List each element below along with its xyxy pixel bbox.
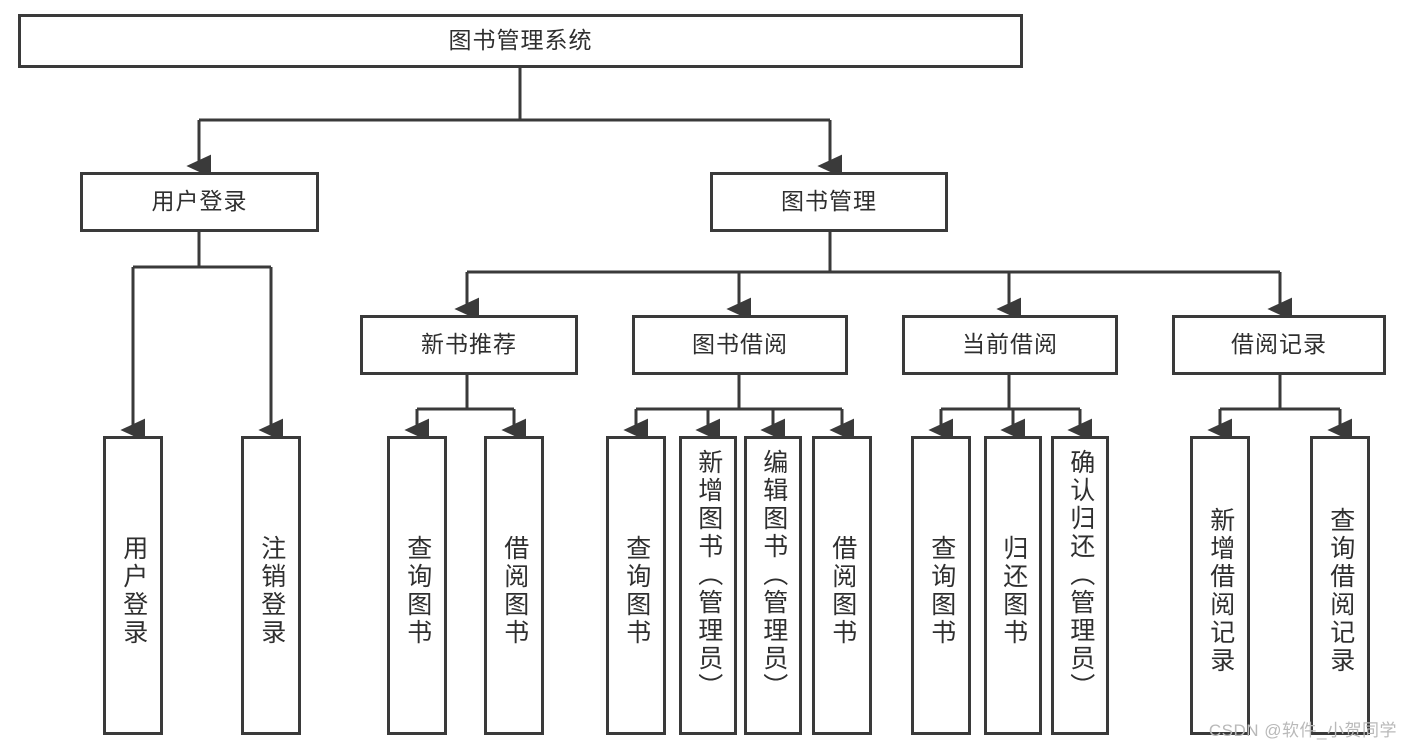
node-leaf-user-login-label: 用户登录 — [119, 534, 148, 647]
node-leaf-borrow-book-2[interactable]: 借阅图书 — [812, 436, 872, 735]
node-leaf-query-book-3[interactable]: 查询图书 — [911, 436, 971, 735]
node-user-login-label: 用户登录 — [151, 188, 248, 215]
node-new-book-rec-label: 新书推荐 — [421, 331, 517, 358]
node-book-manage-label: 图书管理 — [781, 188, 877, 215]
node-new-book-rec[interactable]: 新书推荐 — [360, 315, 578, 375]
node-leaf-user-login[interactable]: 用户登录 — [103, 436, 163, 735]
node-leaf-add-record[interactable]: 新增借阅记录 — [1190, 436, 1250, 735]
node-book-borrow[interactable]: 图书借阅 — [632, 315, 848, 375]
node-leaf-borrow-book-2-label: 借阅图书 — [828, 534, 857, 647]
node-leaf-add-book-label: 新增图书（管理员） — [694, 449, 723, 701]
node-leaf-logout[interactable]: 注销登录 — [241, 436, 301, 735]
node-current-borrow-label: 当前借阅 — [962, 331, 1058, 358]
node-leaf-return-book[interactable]: 归还图书 — [984, 436, 1042, 735]
node-leaf-confirm-return-label: 确认归还（管理员） — [1066, 449, 1095, 701]
node-root[interactable]: 图书管理系统 — [18, 14, 1023, 68]
node-book-manage[interactable]: 图书管理 — [710, 172, 948, 232]
node-book-borrow-label: 图书借阅 — [692, 331, 788, 358]
node-leaf-edit-book-label: 编辑图书（管理员） — [759, 449, 788, 701]
node-leaf-edit-book[interactable]: 编辑图书（管理员） — [744, 436, 802, 735]
node-leaf-query-book-1[interactable]: 查询图书 — [387, 436, 447, 735]
node-borrow-record-label: 借阅记录 — [1231, 331, 1327, 358]
node-leaf-return-book-label: 归还图书 — [999, 534, 1028, 647]
node-leaf-confirm-return[interactable]: 确认归还（管理员） — [1051, 436, 1109, 735]
node-leaf-query-book-2-label: 查询图书 — [622, 534, 651, 647]
node-leaf-borrow-book-1[interactable]: 借阅图书 — [484, 436, 544, 735]
node-borrow-record[interactable]: 借阅记录 — [1172, 315, 1386, 375]
node-leaf-query-book-1-label: 查询图书 — [403, 534, 432, 647]
node-user-login[interactable]: 用户登录 — [80, 172, 319, 232]
watermark: CSDN @软件_小贺同学 — [1208, 721, 1397, 740]
node-leaf-query-record-label: 查询借阅记录 — [1326, 506, 1355, 675]
node-leaf-logout-label: 注销登录 — [257, 534, 286, 647]
node-leaf-query-book-2[interactable]: 查询图书 — [606, 436, 666, 735]
node-leaf-borrow-book-1-label: 借阅图书 — [500, 534, 529, 647]
node-leaf-query-book-3-label: 查询图书 — [927, 534, 956, 647]
node-current-borrow[interactable]: 当前借阅 — [902, 315, 1118, 375]
node-leaf-query-record[interactable]: 查询借阅记录 — [1310, 436, 1370, 735]
node-leaf-add-record-label: 新增借阅记录 — [1206, 506, 1235, 675]
node-root-label: 图书管理系统 — [448, 27, 593, 54]
node-leaf-add-book[interactable]: 新增图书（管理员） — [679, 436, 737, 735]
